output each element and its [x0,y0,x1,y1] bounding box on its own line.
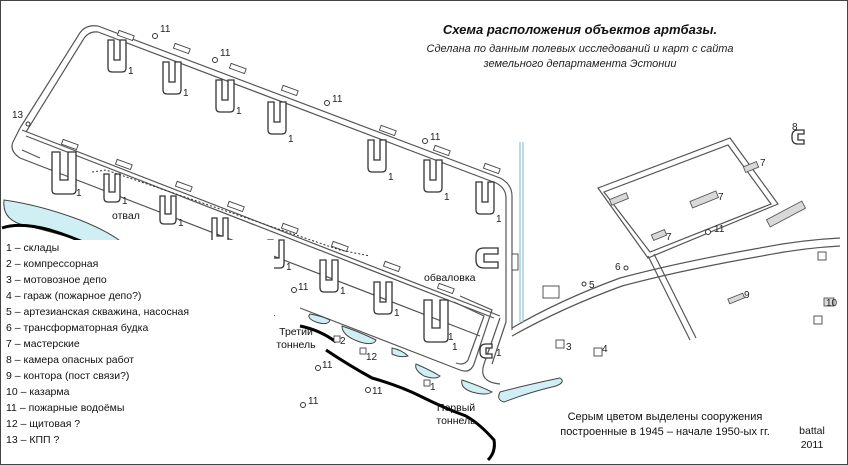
label-otval: отвал [112,210,140,222]
num-label: 10 [826,298,838,309]
railway-line [519,142,524,322]
num-label: 11 [430,132,441,143]
num-label: 1 [128,66,134,77]
num-label: 6 [615,262,621,273]
num-label: 11 [372,386,383,397]
legend-item: 9 – контора (пост связи?) [6,370,130,382]
num-label: 1 [178,218,184,229]
num-label: 11 [308,396,319,407]
tunnel-label-line: тоннель [276,339,316,351]
author-year: 2011 [800,439,824,451]
num-label: 8 [792,122,798,133]
num-label: 11 [220,48,231,59]
map-title: Схема расположения объектов артбазы. [442,22,718,37]
grey-buildings-note: Серым цветом выделены сооружения построе… [540,410,790,440]
note-line: Серым цветом выделены сооружения [567,411,763,423]
tunnel-label-line: тоннель [436,415,476,427]
num-label: 11 [714,224,725,235]
num-label: 1 [286,262,292,273]
legend-item: 5 – артезианская скважина, насосная [6,306,190,318]
num-label: 1 [394,308,400,319]
subtitle-line: Сделана по данным полевых исследований и… [426,43,734,55]
label-first-tunnel: Первый тоннель [430,402,482,428]
num-label: 1 [183,88,189,99]
postwar-buildings [608,161,835,307]
num-label: 1 [448,332,454,343]
legend-item: 6 – трансформаторная будка [6,322,149,334]
legend-item: 1 – склады [6,242,60,254]
author-credit: battal 2011 [788,424,836,452]
author-name: battal [799,425,825,437]
num-label: 11 [160,24,171,35]
legend-item: 8 – камера опасных работ [6,354,135,366]
num-label: 9 [744,290,750,301]
legend-item: 10 – казарма [6,386,70,398]
num-label: 13 [12,110,24,121]
tunnel-label-line: Третий [279,326,313,338]
legend-item: 3 – мотовозное депо [6,274,107,286]
num-label: 12 [366,352,378,363]
num-label: 7 [718,192,724,203]
legend-item: 11 – пожарные водоёмы [6,402,125,414]
legend-item: 4 – гараж (пожарное депо?) [6,290,142,302]
num-label: 3 [566,342,572,353]
legend-item: 13 – КПП ? [6,434,60,446]
num-label: 1 [496,214,502,225]
label-obvalovka: обваловка [424,272,476,284]
legend-item: 7 – мастерские [6,338,80,350]
num-label: 1 [122,196,128,207]
num-label: 5 [589,280,595,291]
num-label: 1 [388,172,394,183]
num-label: 7 [666,232,672,243]
num-label: 1 [340,286,346,297]
num-label: 1 [496,348,502,359]
num-label: 2 [340,336,346,347]
dump-dashed-line [91,169,371,257]
legend-item: 2 – компрессорная [6,258,99,270]
num-label: 1 [430,382,436,393]
num-label: 7 [760,158,766,169]
bunkers [51,39,805,359]
pond-markers [25,33,711,408]
legend: 1 – склады 2 – компрессорная 3 – мотовоз… [6,240,274,448]
num-label: 1 [288,134,294,145]
num-label: 1 [76,188,82,199]
note-line: построенные в 1945 – начале 1950-ых гг. [560,426,770,438]
num-label: 11 [322,360,333,371]
num-label: 11 [332,94,343,105]
map-subtitle: Сделана по данным полевых исследований и… [390,42,770,72]
num-label: 4 [602,344,608,355]
legend-item: 12 – щитовая ? [6,418,81,430]
num-label: 11 [298,282,309,293]
num-label: 1 [452,342,458,353]
label-third-tunnel: Третий тоннель [270,326,322,352]
subtitle-line: земельного департамента Эстонии [483,58,677,70]
num-label: 1 [444,192,450,203]
num-label: 1 [236,106,242,117]
tunnel-label-line: Первый [436,402,476,414]
